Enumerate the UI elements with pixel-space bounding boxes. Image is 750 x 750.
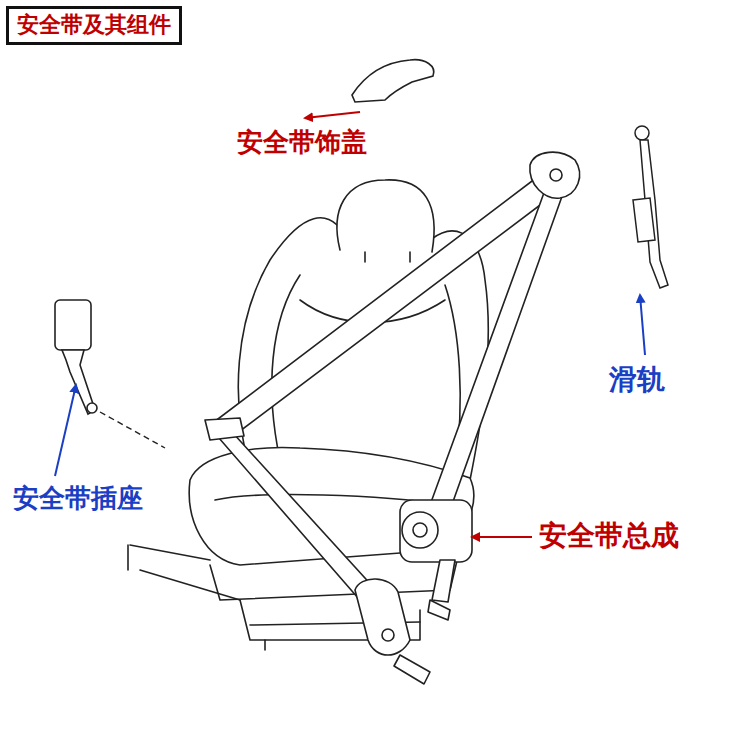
title: 安全带及其组件 (17, 11, 171, 40)
part-label: 安全带插座 (10, 482, 146, 515)
part-label: 安全带总成 (536, 518, 682, 554)
part-label: 滑轨 (606, 362, 668, 398)
part-label: 安全带饰盖 (234, 126, 370, 159)
title-box: 安全带及其组件 (6, 6, 182, 45)
